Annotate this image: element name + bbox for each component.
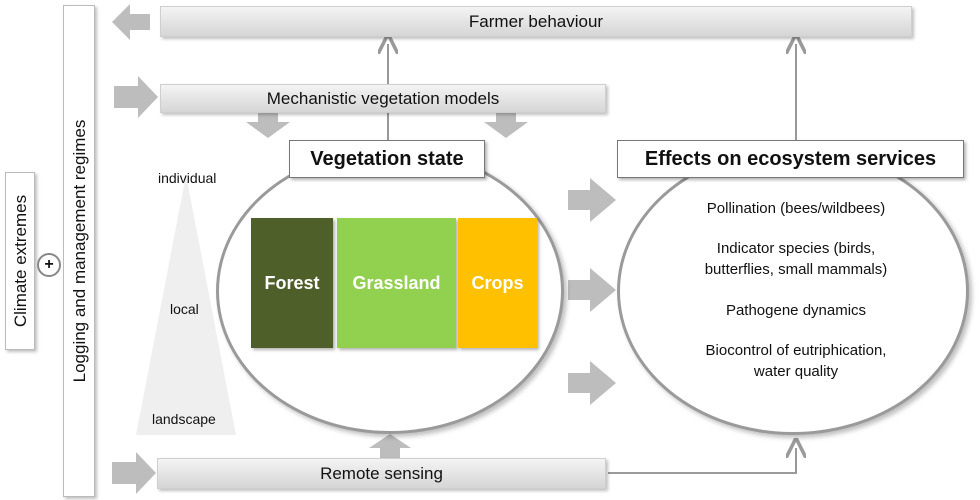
climate-extremes-box: Climate extremes <box>5 172 35 350</box>
ecosystem-services-label: Effects on ecosystem services <box>644 147 937 170</box>
crops-label: Crops <box>471 272 524 293</box>
mechanistic-models-label: Mechanistic vegetation models <box>266 88 500 108</box>
ecosystem-ellipse <box>617 147 969 435</box>
arrow-to-remote-icon <box>112 452 156 494</box>
scale-landscape-label: landscape <box>152 411 216 427</box>
es-item-pathogene: Pathogene dynamics <box>725 302 867 319</box>
arrow-down-right-icon <box>484 113 528 138</box>
remote-to-eco-line <box>608 448 796 474</box>
plus-icon: + <box>44 256 54 273</box>
climate-extremes-label: Climate extremes <box>11 194 30 328</box>
remote-sensing-label: Remote sensing <box>320 463 443 483</box>
es-item-biocontrol: Biocontrol of eutriphication, water qual… <box>705 342 887 380</box>
remote-sensing-bar: Remote sensing <box>157 458 606 489</box>
arrow-to-farmer-icon <box>112 4 150 40</box>
forest-label: Forest <box>264 272 320 293</box>
arrow-down-left-icon <box>246 113 290 138</box>
arrow-right-3-icon <box>568 361 616 405</box>
arrow-up-remote-icon <box>369 434 411 458</box>
management-regimes-label: Logging and management regimes <box>70 119 89 383</box>
scale-local-label: local <box>170 301 199 317</box>
scale-triangle <box>136 175 236 435</box>
ecosystem-services-title: Effects on ecosystem services <box>617 140 964 178</box>
es-item-indicator-species: Indicator species (birds, butterflies, s… <box>704 240 888 278</box>
mechanistic-models-bar: Mechanistic vegetation models <box>160 84 606 113</box>
arrow-to-models-icon <box>114 76 158 118</box>
vegetation-state-title: Vegetation state <box>289 140 485 178</box>
farmer-behaviour-bar: Farmer behaviour <box>160 6 912 37</box>
vegetation-state-label: Vegetation state <box>310 147 464 170</box>
arrow-right-1-icon <box>568 178 616 222</box>
es-item-pollination: Pollination (bees/wildbees) <box>706 200 886 217</box>
farmer-behaviour-label: Farmer behaviour <box>468 11 604 31</box>
arrow-right-2-icon <box>568 268 616 312</box>
plus-circle: + <box>37 253 61 277</box>
management-regimes-box: Logging and management regimes <box>63 5 95 497</box>
grassland-tile: Grassland <box>337 218 456 348</box>
grassland-label: Grassland <box>352 272 441 293</box>
scale-individual-label: individual <box>158 170 217 186</box>
forest-tile: Forest <box>251 218 333 348</box>
crops-tile: Crops <box>458 218 537 348</box>
